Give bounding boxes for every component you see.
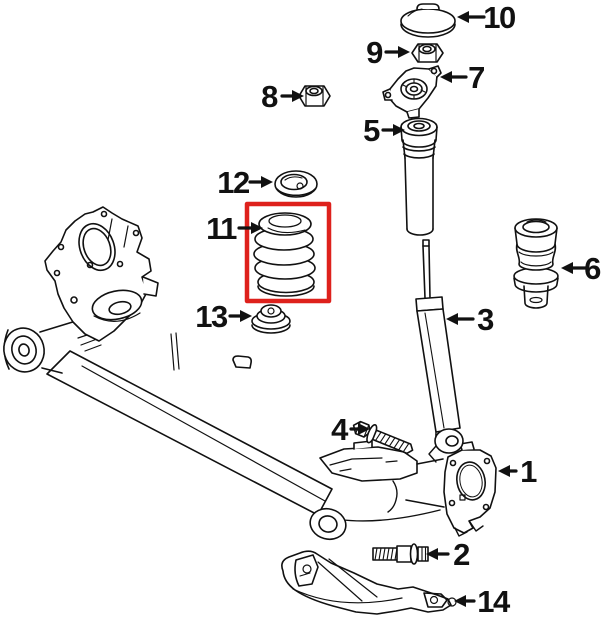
shock-absorber-drawing — [416, 240, 463, 453]
callout-12-label: 12 — [217, 165, 249, 200]
coil-spring-drawing — [254, 213, 315, 296]
callout-4: 4 — [331, 412, 370, 447]
callout-13-label: 13 — [195, 299, 228, 334]
callout-5-label: 5 — [363, 113, 380, 148]
callout-6-label: 6 — [584, 251, 601, 286]
callout-9-arrowhead — [398, 46, 410, 58]
upper-seat-drawing — [275, 171, 317, 197]
dome-cap-drawing — [401, 4, 455, 37]
axle-beam-drawing — [0, 207, 496, 543]
lower-seat-drawing — [252, 305, 290, 333]
callout-14-arrowhead — [454, 595, 466, 607]
nut-9-drawing — [412, 44, 443, 62]
callout-5: 5 — [363, 113, 405, 148]
callout-3: 3 — [446, 302, 496, 337]
callout-5-arrowhead — [393, 124, 405, 136]
callout-7-arrowhead — [440, 71, 452, 83]
dust-cover-drawing — [401, 119, 437, 236]
callout-11-arrowhead — [251, 222, 263, 234]
callout-3-arrowhead — [446, 313, 458, 325]
callout-9-label: 9 — [366, 35, 383, 70]
callout-layer: 1 2 3 4 5 6 7 8 — [195, 0, 602, 618]
callout-8: 8 — [261, 79, 304, 114]
callout-13: 13 — [195, 299, 252, 334]
callout-8-arrowhead — [292, 90, 304, 102]
shield-plate-drawing — [282, 551, 456, 614]
callout-4-arrowhead — [358, 423, 370, 435]
callout-12: 12 — [217, 165, 273, 200]
callout-7-label: 7 — [468, 60, 484, 95]
callout-8-label: 8 — [261, 79, 278, 114]
callout-7: 7 — [440, 60, 486, 95]
callout-12-arrowhead — [261, 176, 273, 188]
callout-4-label: 4 — [331, 412, 349, 447]
callout-10: 10 — [457, 0, 516, 35]
callout-11: 11 — [206, 211, 263, 246]
callout-6-arrowhead — [561, 262, 573, 274]
callout-13-arrowhead — [240, 310, 252, 322]
callout-6: 6 — [561, 251, 602, 286]
callout-2-label: 2 — [453, 537, 469, 572]
nut-8-drawing — [299, 86, 330, 106]
callout-2: 2 — [426, 537, 471, 572]
highlight-box — [247, 204, 329, 301]
callout-1: 1 — [498, 454, 539, 489]
callout-11-label: 11 — [206, 211, 237, 246]
callout-10-arrowhead — [457, 11, 469, 23]
callout-14: 14 — [454, 584, 512, 618]
callout-9: 9 — [366, 35, 410, 70]
callout-1-label: 1 — [520, 454, 537, 489]
callout-10-label: 10 — [483, 0, 515, 35]
callout-14-label: 14 — [477, 584, 511, 618]
bolt-2-drawing — [373, 544, 428, 564]
callout-3-label: 3 — [477, 302, 494, 337]
bump-stop-drawing — [514, 219, 558, 308]
support-mount-drawing — [383, 66, 441, 118]
callout-2-arrowhead — [426, 548, 438, 560]
callout-1-arrowhead — [498, 465, 510, 477]
